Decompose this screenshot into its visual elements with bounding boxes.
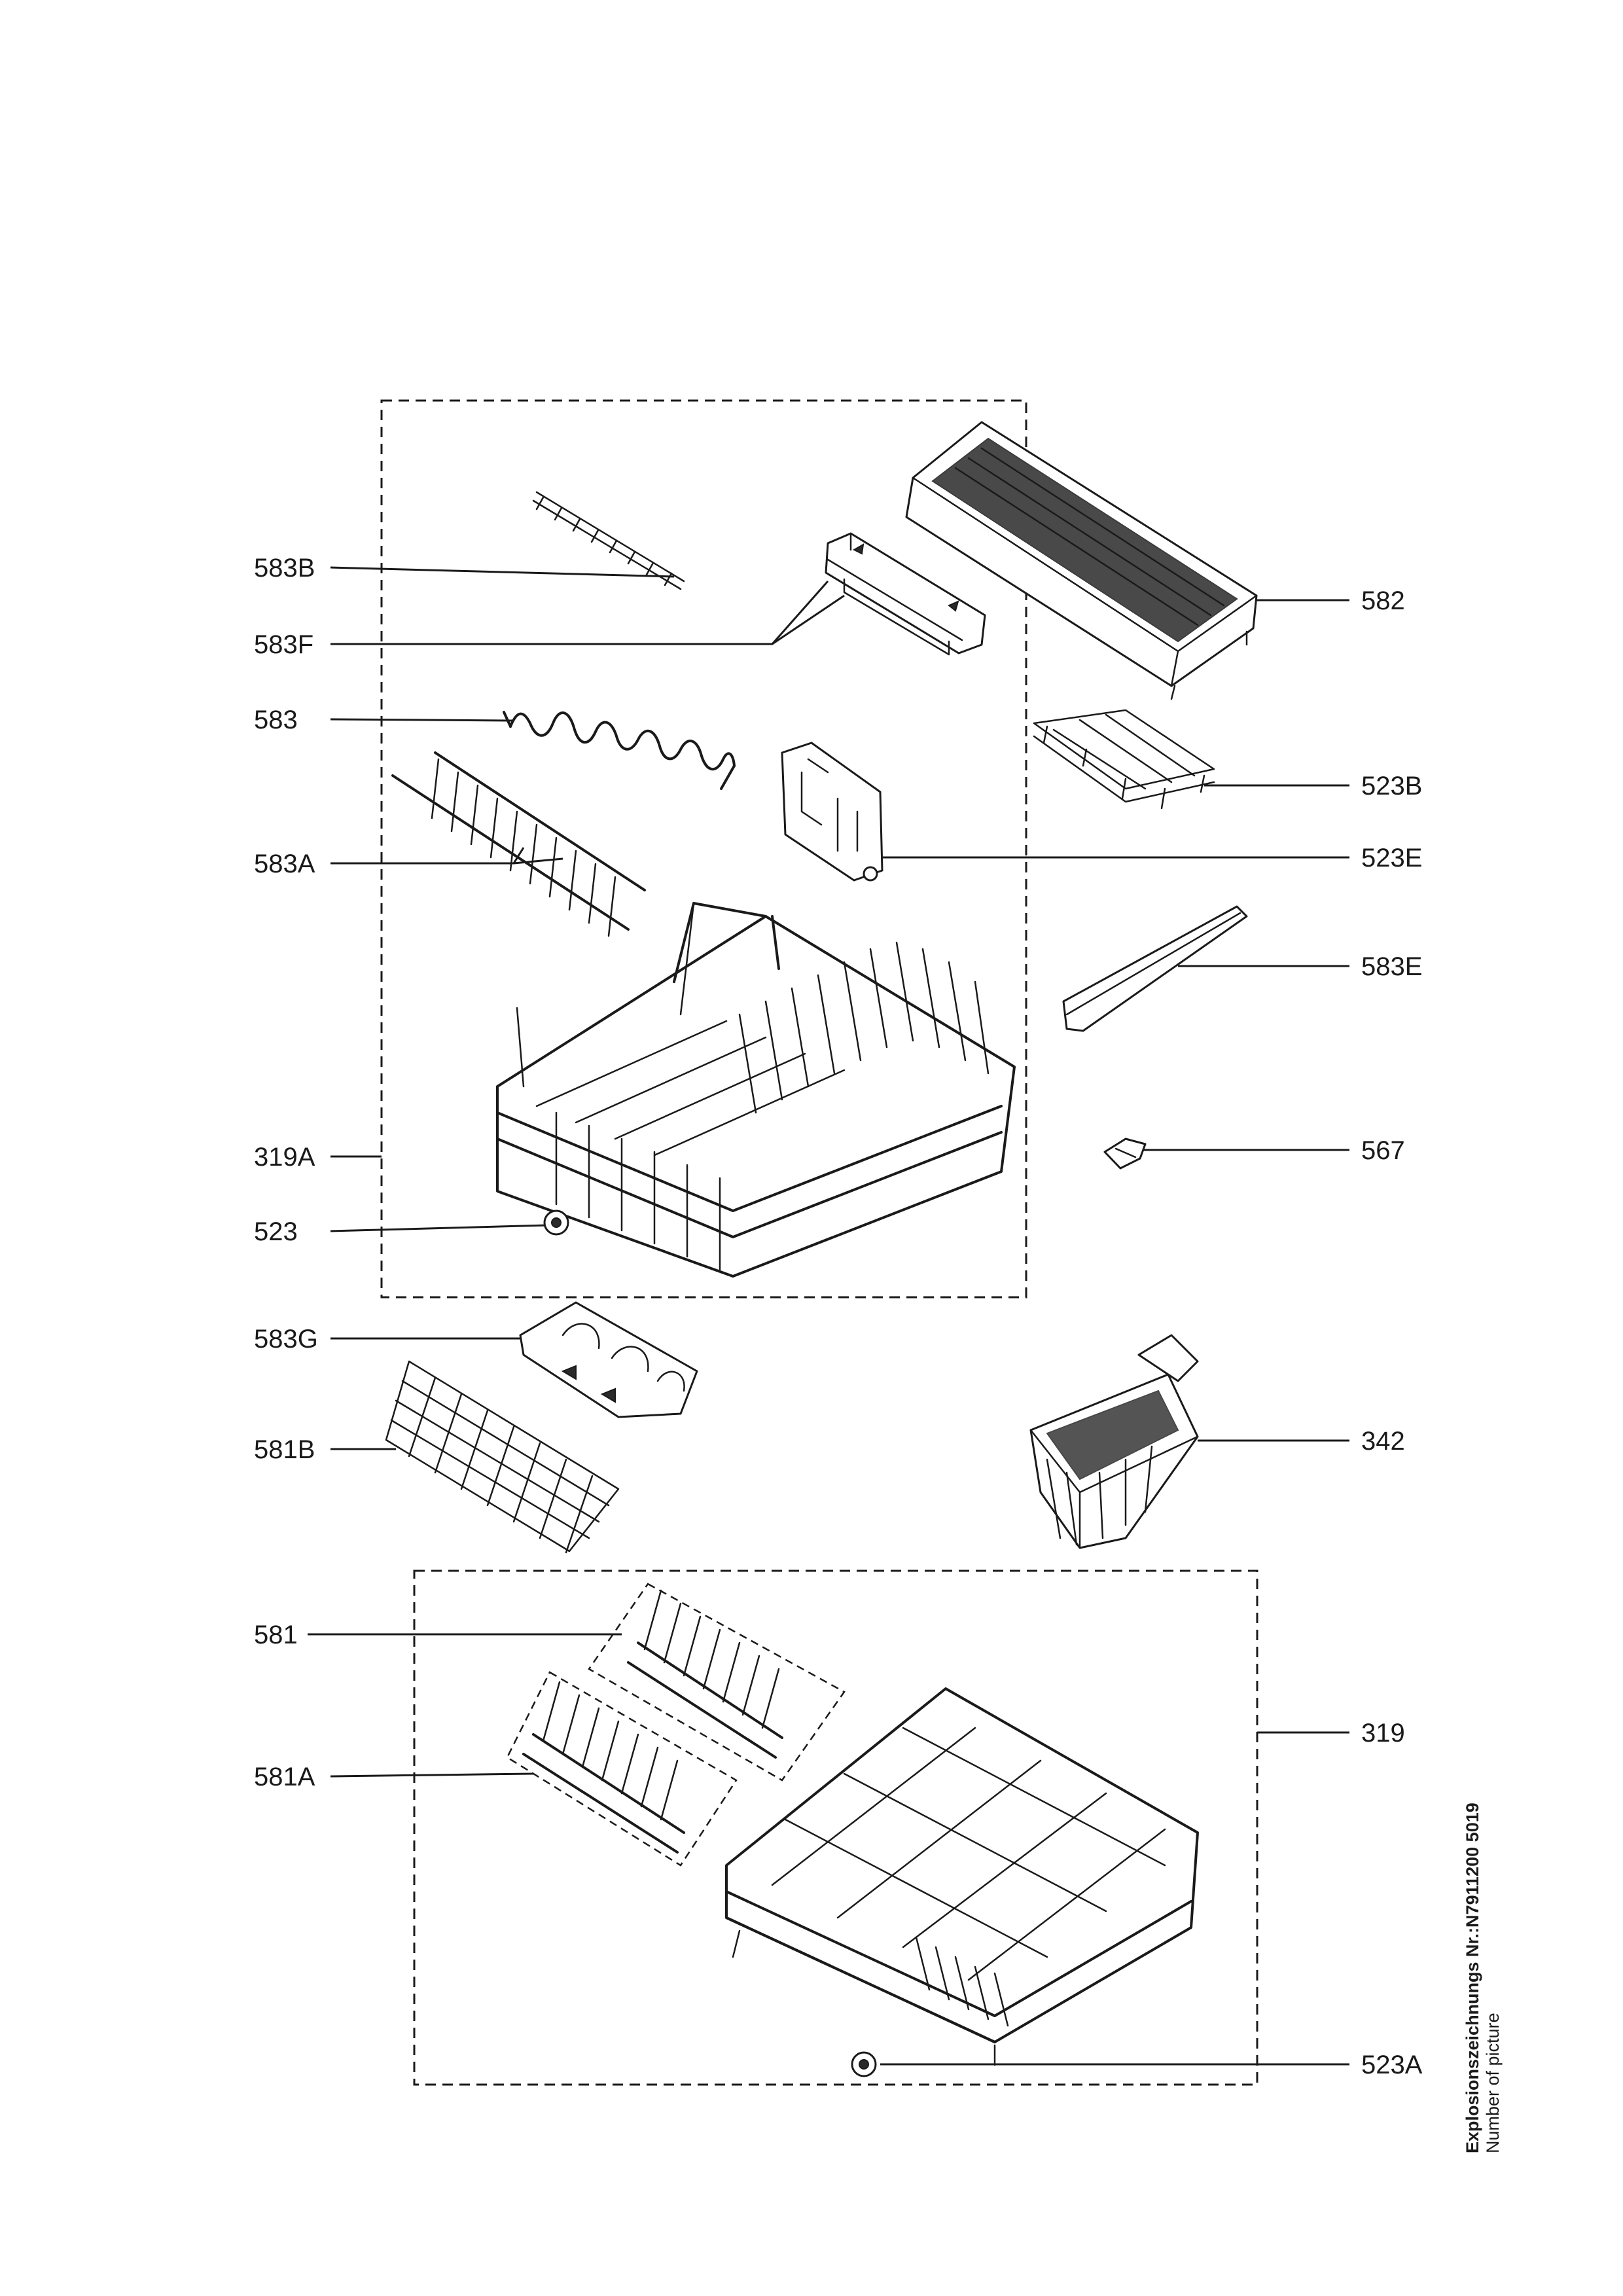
label-583B: 583B [254,554,315,583]
part-523-wheel [543,1210,569,1236]
label-567: 567 [1361,1136,1405,1165]
part-319-lower-basket [725,1687,1199,2066]
label-583G: 583G [254,1325,318,1354]
part-319A-upper-basket [496,902,1016,1278]
part-583E-cover-strip [1062,905,1248,1032]
label-523A: 523A [1361,2051,1423,2079]
label-583F: 583F [254,630,313,659]
part-583A-tine-row [391,751,646,937]
leader-lines [308,566,1349,2066]
label-581B: 581B [254,1435,315,1464]
label-583: 583 [254,706,298,734]
label-583A: 583A [254,850,315,878]
picture-number-subtitle: Number of picture [1483,2013,1503,2153]
picture-number-block: Explosionszeichnungs Nr.:N7911200 5019 N… [1463,1748,1522,2153]
label-319A: 319A [254,1143,315,1172]
label-581: 581 [254,1621,298,1649]
part-582-cutlery-tray [905,421,1258,700]
label-342: 342 [1361,1427,1405,1456]
part-567-clip [1103,1138,1147,1170]
label-581A: 581A [254,1763,315,1791]
label-319: 319 [1361,1719,1405,1748]
part-581A-rack [506,1671,738,1867]
part-583G-holder [519,1301,698,1418]
part-583-wave-wire [503,711,736,790]
part-labels: 583B 583F 583 583A 319A 523 583G 581B 58… [254,554,1423,2079]
picture-number-title: Explosionszeichnungs Nr.:N7911200 5019 [1463,1803,1482,2153]
part-342-cutlery-basket [1029,1334,1199,1549]
lower-basket-group-box [413,1570,1258,2086]
part-583F-handle [825,532,986,656]
part-583B-tine-strip [532,491,685,590]
part-523E-clip-plate [781,742,883,882]
label-523: 523 [254,1217,298,1246]
part-581-rack [588,1583,846,1782]
label-523E: 523E [1361,844,1422,872]
part-523B-rack-frame [1033,709,1215,810]
label-523B: 523B [1361,772,1422,800]
upper-basket-group-box [380,399,1027,1299]
label-582: 582 [1361,586,1405,615]
label-583E: 583E [1361,952,1422,981]
part-581B-grid [385,1360,620,1554]
part-523A-wheel [851,2051,877,2077]
